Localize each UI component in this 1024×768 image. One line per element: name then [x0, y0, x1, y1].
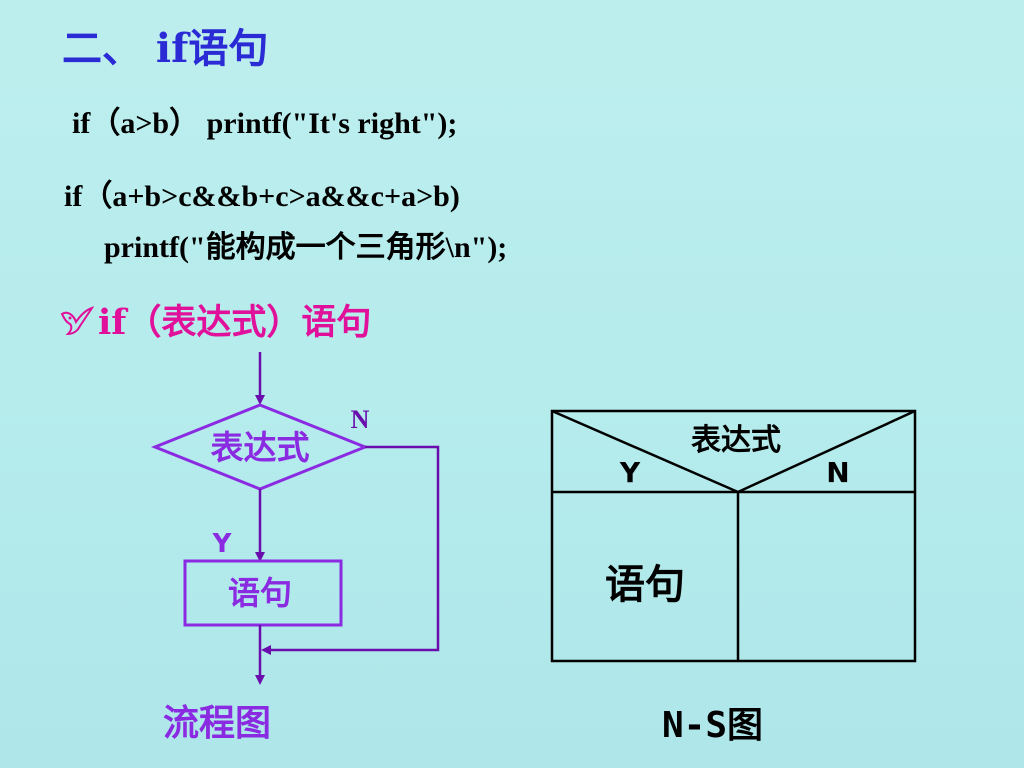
no-label: N: [351, 405, 370, 434]
flowchart-caption: 流程图: [163, 702, 272, 744]
ns-condition-label: 表达式: [691, 423, 781, 458]
statement-box: [183, 559, 343, 627]
yes-label: Y: [212, 529, 233, 559]
bullet-text: if（表达式）语句: [98, 302, 372, 343]
ns-diagonal-left: [551, 409, 739, 494]
ns-diagonal-right: [737, 409, 916, 494]
ns-outer-box: [550, 409, 917, 663]
dove-icon: [60, 306, 94, 336]
flowchart: 表达式 N Y 语句: [150, 352, 440, 685]
ns-statement-label: 语句: [605, 562, 685, 608]
code-line-3: printf("能构成一个三角形\n");: [104, 231, 508, 264]
ns-yes-label: Y: [619, 456, 641, 489]
ns-no-label: N: [826, 456, 849, 489]
decision-label: 表达式: [211, 428, 310, 467]
bullet-heading: if（表达式）语句: [60, 294, 371, 345]
code-line-2: if（a+b>c&&b+c>a&&c+a>b): [64, 180, 460, 213]
no-branch-line: [261, 445, 440, 655]
ns-chart: 表达式 Y N 语句: [550, 409, 917, 663]
slide-title: 二、 if语句: [62, 25, 269, 72]
statement-label: 语句: [228, 574, 292, 612]
code-line-1: if（a>b） printf("It's right");: [72, 107, 458, 140]
ns-chart-caption: N-S图: [662, 705, 764, 746]
